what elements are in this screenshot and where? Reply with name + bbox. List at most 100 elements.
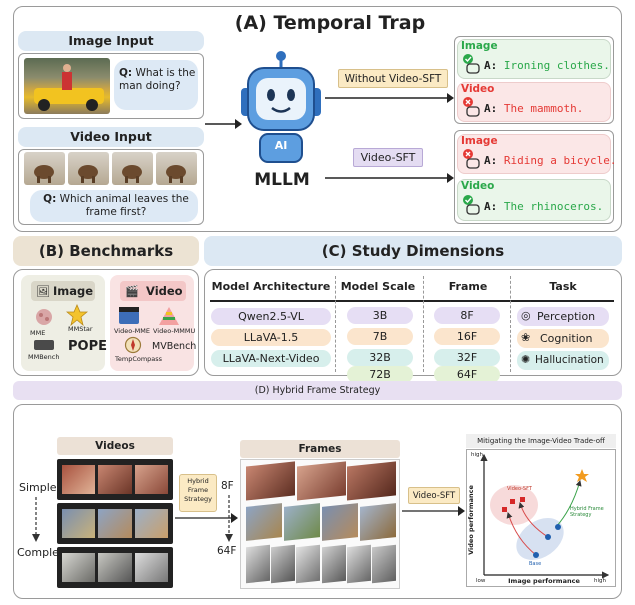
image-question-text: What is the man doing? [119, 67, 196, 92]
clapper-icon: 🎬 [125, 285, 139, 298]
answer-line-3: A: Riding a bicycle. [484, 154, 616, 167]
video-input-header: Video Input [18, 127, 204, 147]
scale-7b: 7B [347, 328, 413, 345]
answer-card-3 [457, 134, 611, 174]
scale-3b: 3B [347, 307, 413, 324]
a-marker: A: [484, 102, 498, 115]
video-mme-logo [119, 307, 139, 324]
task-cognition-box [517, 329, 609, 348]
answer-line-1: A: Ironing clothes. [484, 59, 610, 72]
bench-mmbench: MMBench [28, 353, 60, 361]
header-model-architecture: Model Architecture [211, 280, 331, 293]
plot-y-label: Video performance [467, 485, 475, 555]
video-question-bubble [30, 190, 198, 222]
plot-x-high: high [594, 578, 606, 584]
answer-card-2 [457, 82, 611, 122]
base-point [545, 534, 551, 540]
stack-frame [271, 544, 296, 584]
frames-count-arrow [225, 495, 233, 542]
a-marker: A: [484, 154, 498, 167]
bench-mme: MME [30, 329, 46, 337]
task-hallucination-box [517, 351, 609, 370]
task-perception-box [517, 307, 609, 326]
answer-card-1 [457, 39, 611, 79]
film-frame [62, 553, 96, 582]
film-frame [134, 509, 168, 538]
input-arrow [205, 119, 242, 129]
stack-frame [346, 544, 371, 584]
frame-32f: 32F [434, 349, 500, 366]
frame-64f: 64F [434, 366, 500, 383]
arch-llava: LLaVA-1.5 [211, 329, 331, 346]
strategy-arrow-left [175, 513, 238, 523]
film-frame [134, 465, 168, 494]
stack-frame [246, 544, 271, 584]
plot-star-label: Hybrid Frame Strategy [570, 506, 604, 518]
stack-frame [246, 461, 295, 501]
film-strip-1 [57, 459, 173, 500]
bench-video-mme: Video-MME [114, 327, 151, 335]
check-robot-icon [463, 195, 480, 215]
video-frame-2 [68, 152, 109, 185]
plot-cluster-sft-label: Video-SFT [507, 486, 532, 492]
image-bench-title-box [31, 281, 95, 301]
image-bench-title: Image [53, 284, 94, 298]
frame-stack-1 [246, 461, 397, 501]
hallucination-icon: ✺ [521, 353, 531, 366]
eye-icon: ◎ [521, 309, 531, 322]
column-divider [423, 276, 424, 372]
header-task: Task [549, 280, 577, 293]
simple-complex-arrow [32, 497, 40, 542]
image-question-bubble [114, 60, 198, 110]
answer-text-3: Riding a bicycle. [503, 154, 617, 167]
complex-label: Complex [17, 546, 66, 559]
plot-x-low: low [476, 578, 486, 584]
bench-tempcompass: TempCompass [115, 355, 163, 363]
header-model-scale: Model Scale [340, 280, 416, 293]
without-video-sft-label: Without Video-SFT [338, 69, 448, 88]
video-sft-label: Video-SFT [353, 148, 423, 167]
answer-tag-1: Image [461, 40, 498, 52]
bicycle-photo [24, 58, 110, 114]
sft-point [502, 507, 507, 512]
mme-logo [36, 309, 52, 325]
output-arrows [325, 93, 454, 183]
stack-frame [360, 503, 396, 541]
panel-b-header: (B) Benchmarks [13, 236, 199, 266]
brain-icon: ❀ [521, 331, 531, 344]
image-input-header: Image Input [18, 31, 204, 51]
tradeoff-plot-box [466, 449, 616, 587]
cross-robot-icon [463, 97, 480, 117]
image-question: Q: What is the man doing? [119, 67, 197, 93]
panel-c-header: (C) Study Dimensions [204, 236, 622, 266]
check-robot-icon [463, 54, 480, 74]
q-marker: Q: [43, 193, 57, 205]
frame-stack-3 [246, 544, 397, 584]
video-bench-title-box [120, 281, 186, 301]
tempcompass-logo [124, 336, 142, 354]
animal-shape [34, 165, 54, 183]
film-frame [98, 553, 132, 582]
video-bench-title: Video [146, 284, 183, 298]
frame-8f: 8F [434, 307, 500, 324]
column-divider [510, 276, 511, 372]
bench-mvbench: MVBench [152, 341, 197, 352]
mllm-label: MLLM [254, 170, 310, 190]
stack-frame [371, 544, 397, 584]
cross-robot-icon [463, 149, 480, 169]
answer-line-4: A: The rhinoceros. [484, 200, 603, 213]
stack-frame [296, 544, 321, 584]
answer-tag-2: Video [461, 83, 495, 95]
film-frame [134, 553, 168, 582]
robot-icon [241, 51, 321, 163]
answer-text-2: The mammoth. [503, 102, 584, 115]
base-cluster [516, 518, 564, 560]
frames-header: Frames [240, 440, 400, 458]
video-question-text: Which animal leaves the frame first? [59, 193, 189, 218]
panel-a-title: (A) Temporal Trap [234, 12, 426, 34]
film-frame [98, 465, 132, 494]
stack-frame [347, 461, 397, 501]
film-frame [62, 465, 96, 494]
animal-shape [78, 165, 98, 183]
answer-tag-4: Video [461, 180, 495, 192]
